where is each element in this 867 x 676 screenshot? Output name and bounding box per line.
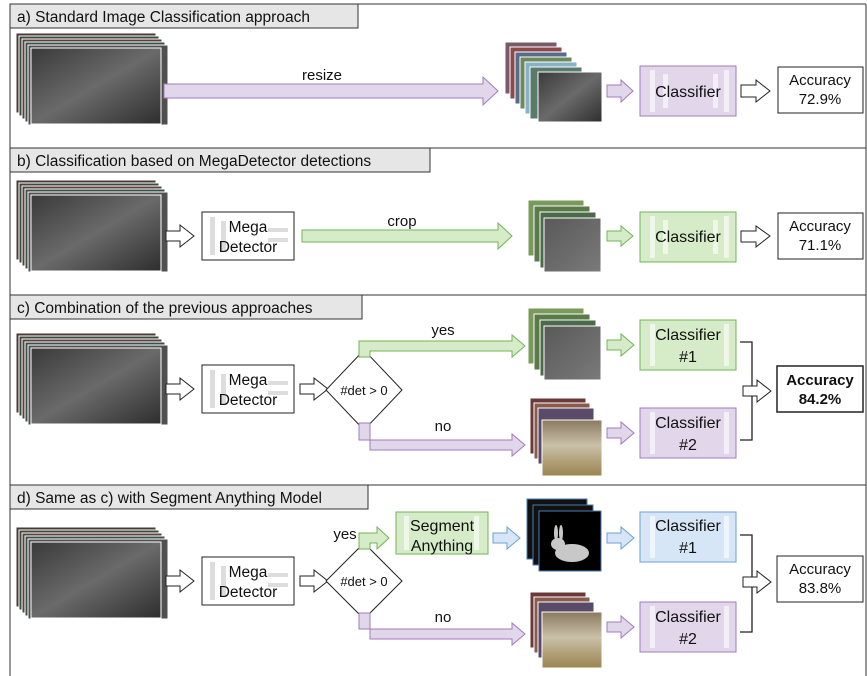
megadetector-box-b <box>201 211 295 261</box>
input-image-stack <box>15 32 169 126</box>
arrow-to-accuracy-c <box>742 378 772 404</box>
crop-arrow <box>301 221 513 251</box>
yes-label-c: yes <box>431 322 454 339</box>
arrow-to-detector <box>165 568 195 594</box>
arrow-to-accuracy-b <box>740 225 771 249</box>
detector-label-line1: Mega <box>229 219 268 236</box>
resized-image-stack <box>504 41 603 123</box>
accuracy-value-d: 83.8% <box>799 580 842 597</box>
classifier2-label-line2: #2 <box>679 437 697 454</box>
cropped-image-stack <box>527 307 602 381</box>
no-label-d: no <box>435 609 452 626</box>
classifier1-label-line1: Classifier <box>655 327 721 344</box>
classifier1-box-d <box>639 511 737 563</box>
rabbit-silhouette <box>551 525 589 562</box>
classifier1-box-c <box>639 319 737 371</box>
segment-anything-box <box>395 511 489 555</box>
panel-b: b) Classification based on MegaDetector … <box>9 147 864 273</box>
panel-c-header <box>9 294 363 320</box>
arrow-to-classifier2 <box>606 420 635 446</box>
classifier2-label-line1: Classifier <box>655 609 721 626</box>
classifier2-box-d <box>639 601 737 653</box>
accuracy-label-a: Accuracy <box>789 72 851 89</box>
input-image-stack <box>15 332 169 426</box>
arrow-to-accuracy-a <box>740 78 771 104</box>
arrow-to-classifier1 <box>606 525 635 551</box>
accuracy-label-d: Accuracy <box>789 561 851 578</box>
yes-label-d: yes <box>333 526 356 543</box>
decision-label-c: #det > 0 <box>340 383 387 398</box>
crop-label: crop <box>387 213 416 230</box>
accuracy-value-a: 72.9% <box>799 91 842 108</box>
arrow-to-classifier1 <box>606 332 635 358</box>
accuracy-label-c: Accuracy <box>786 372 854 389</box>
resized-image-stack <box>529 591 603 669</box>
arrow-to-segmented <box>492 525 521 551</box>
resize-label: resize <box>302 67 342 84</box>
panel-b-title: b) Classification based on MegaDetector … <box>17 153 371 170</box>
megadetector-box-c <box>201 364 295 414</box>
arrow-to-detector <box>165 223 195 249</box>
cropped-image-stack <box>527 199 602 273</box>
detector-label-line2: Detector <box>219 392 278 409</box>
arrow-to-decision <box>299 376 329 402</box>
classifier1-label-line1: Classifier <box>655 518 721 535</box>
classifier1-label-line2: #1 <box>679 540 697 557</box>
arrow-to-classifier <box>606 78 634 104</box>
classifier2-box-c <box>639 407 737 459</box>
segment-label-line1: Segment <box>410 518 475 535</box>
arrow-to-decision <box>299 568 329 594</box>
detector-label-line1: Mega <box>229 372 268 389</box>
accuracy-label-b: Accuracy <box>789 218 851 235</box>
arrow-to-accuracy-d <box>742 569 772 595</box>
arrow-to-classifier2 <box>606 614 635 640</box>
megadetector-box-d <box>201 556 295 606</box>
panel-c-title: c) Combination of the previous approache… <box>17 300 313 317</box>
panel-c: c) Combination of the previous approache… <box>9 294 864 477</box>
yes-branch-arrow-d <box>358 525 390 551</box>
accuracy-box-d <box>776 555 864 603</box>
arrow-to-classifier <box>606 224 634 248</box>
detector-label-line2: Detector <box>219 239 278 256</box>
accuracy-box-b <box>777 212 864 260</box>
input-image-stack <box>15 526 169 620</box>
classifier-label-a: Classifier <box>655 84 721 101</box>
panel-d-header <box>9 484 369 510</box>
segment-label-line2: Anything <box>411 538 473 555</box>
accuracy-value-c: 84.2% <box>799 391 842 408</box>
resized-image-stack <box>529 397 603 477</box>
classifier1-label-line2: #1 <box>679 349 697 366</box>
panel-b-header <box>9 147 431 173</box>
panel-d: d) Same as c) with Segment Anything Mode… <box>9 484 864 669</box>
classifier2-label-line2: #2 <box>679 631 697 648</box>
no-label-c: no <box>435 418 452 435</box>
resize-arrow <box>163 75 499 107</box>
classifier-box-b <box>639 211 737 263</box>
yes-branch-arrow <box>358 333 526 359</box>
panel-a: a) Standard Image Classification approac… <box>9 3 864 126</box>
classifier-label-b: Classifier <box>655 229 721 246</box>
detector-label-line1: Mega <box>229 564 268 581</box>
arrow-to-detector <box>165 376 195 402</box>
input-image-stack <box>15 179 169 273</box>
accuracy-value-b: 71.1% <box>799 237 842 254</box>
panel-a-title: a) Standard Image Classification approac… <box>17 9 310 26</box>
classifier2-label-line1: Classifier <box>655 415 721 432</box>
no-branch-arrow <box>358 422 526 458</box>
accuracy-box-a <box>777 66 864 114</box>
accuracy-box-c <box>776 365 864 413</box>
no-branch-arrow-d <box>358 612 526 647</box>
decision-label-d: #det > 0 <box>340 574 387 589</box>
classifier-box-a <box>639 65 737 117</box>
detector-label-line2: Detector <box>219 584 278 601</box>
panel-a-header <box>9 3 359 29</box>
segmented-image-stack <box>526 498 602 572</box>
panel-d-title: d) Same as c) with Segment Anything Mode… <box>17 490 322 507</box>
